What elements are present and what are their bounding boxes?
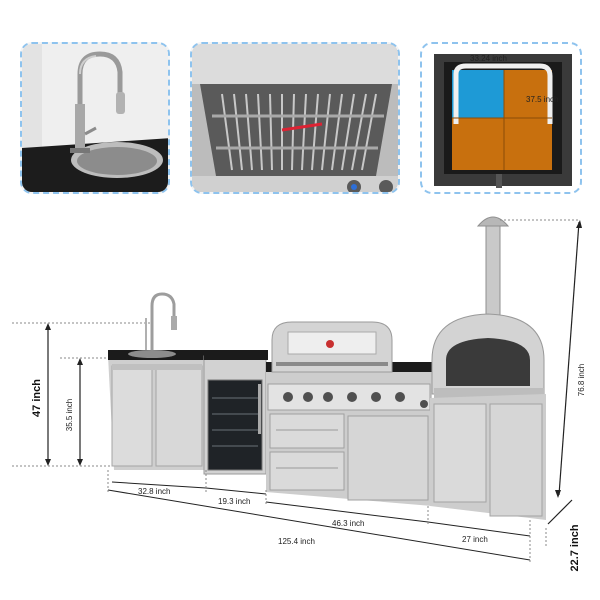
width-fridge-label: 19.3 inch — [218, 497, 250, 506]
fridge-width-label: 33.24 inch — [470, 54, 507, 63]
fridge-height-label: 37.5 inch — [526, 95, 558, 104]
fridge-diagram-thumbnail: 33.24 inch 37.5 inch — [420, 42, 582, 194]
width-total-label: 125.4 inch — [278, 537, 315, 546]
height-76-label: 76.8 inch — [577, 364, 586, 396]
width-grill-label: 46.3 inch — [332, 519, 364, 528]
width-oven-label: 27 inch — [462, 535, 488, 544]
outdoor-kitchen-scene: 47 inch 35.5 inch — [12, 216, 586, 572]
grill-grate-thumbnail — [190, 42, 400, 194]
width-sink-label: 32.8 inch — [138, 487, 170, 496]
height-35-label: 35.5 inch — [65, 399, 74, 431]
height-47-label: 47 inch — [31, 379, 43, 417]
sink-thumbnail — [20, 42, 170, 194]
depth-label: 22.7 inch — [569, 524, 581, 571]
